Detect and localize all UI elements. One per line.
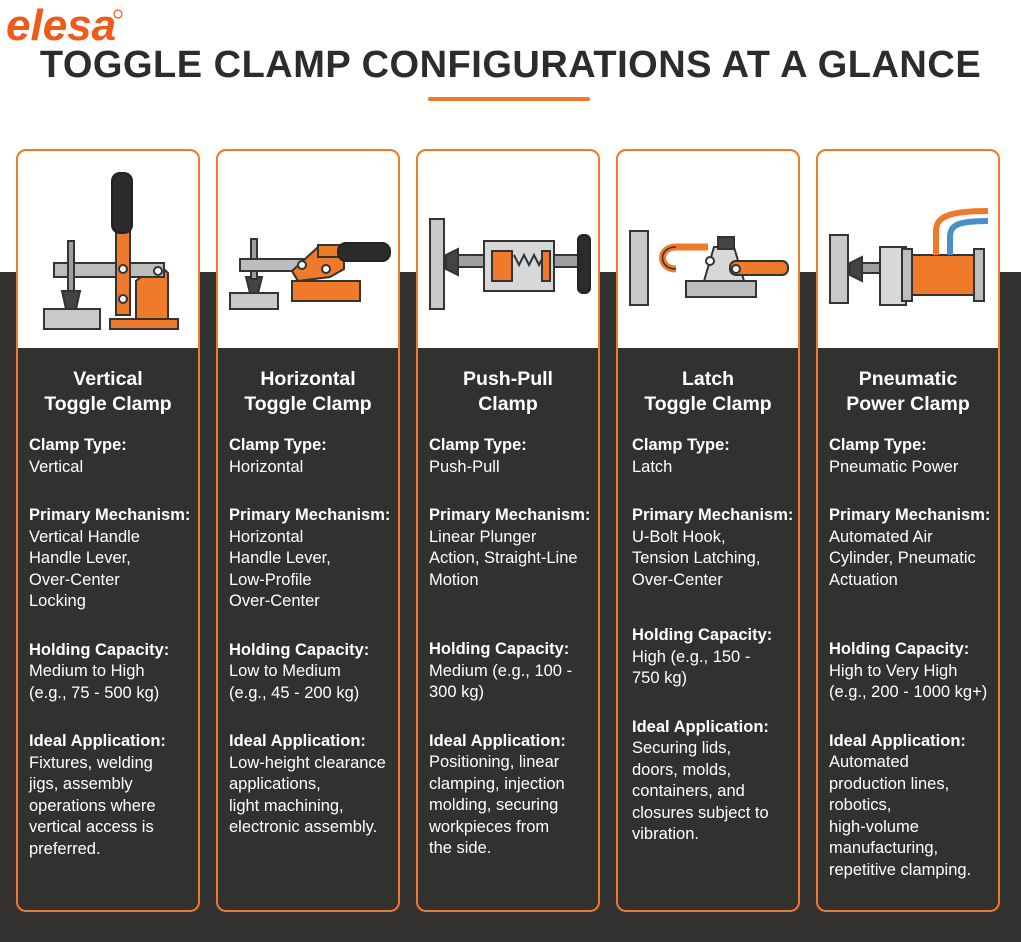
capacity-section: Holding Capacity: Medium to High(e.g., 7…	[29, 640, 170, 702]
horizontal-toggle-clamp-icon	[218, 151, 398, 348]
application-section: Ideal Application: Securing lids,doors, …	[632, 717, 769, 844]
latch-toggle-clamp-icon	[618, 151, 798, 348]
svg-text:elesa: elesa	[6, 2, 116, 48]
vertical-toggle-clamp-icon	[18, 151, 198, 348]
elesa-logo: elesa	[6, 2, 123, 48]
clamp-type-section: Clamp Type: Horizontal	[229, 436, 327, 476]
clamp-type-section: Clamp Type: Pneumatic Power	[829, 436, 959, 476]
capacity-section: Holding Capacity: High (e.g., 150 -750 k…	[632, 626, 773, 687]
capacity-section: Holding Capacity: High to Very High(e.g.…	[829, 640, 988, 701]
page-title: TOGGLE CLAMP CONFIGURATIONS AT A GLANCE	[39, 44, 982, 86]
pneumatic-power-clamp-icon	[818, 151, 998, 348]
clamp-type-section: Clamp Type: Push-Pull	[429, 436, 527, 476]
capacity-section: Holding Capacity: Medium (e.g., 100 -300…	[429, 640, 573, 701]
clamp-type-section: Clamp Type: Latch	[632, 436, 730, 476]
capacity-section: Holding Capacity: Low to Medium(e.g., 45…	[229, 640, 370, 702]
mechanism-section: Primary Mechanism: U-Bolt Hook,Tension L…	[632, 506, 794, 589]
title-underline	[428, 97, 590, 101]
push-pull-clamp-icon	[418, 151, 598, 348]
clamp-type-section: Clamp Type: Vertical	[29, 436, 127, 476]
